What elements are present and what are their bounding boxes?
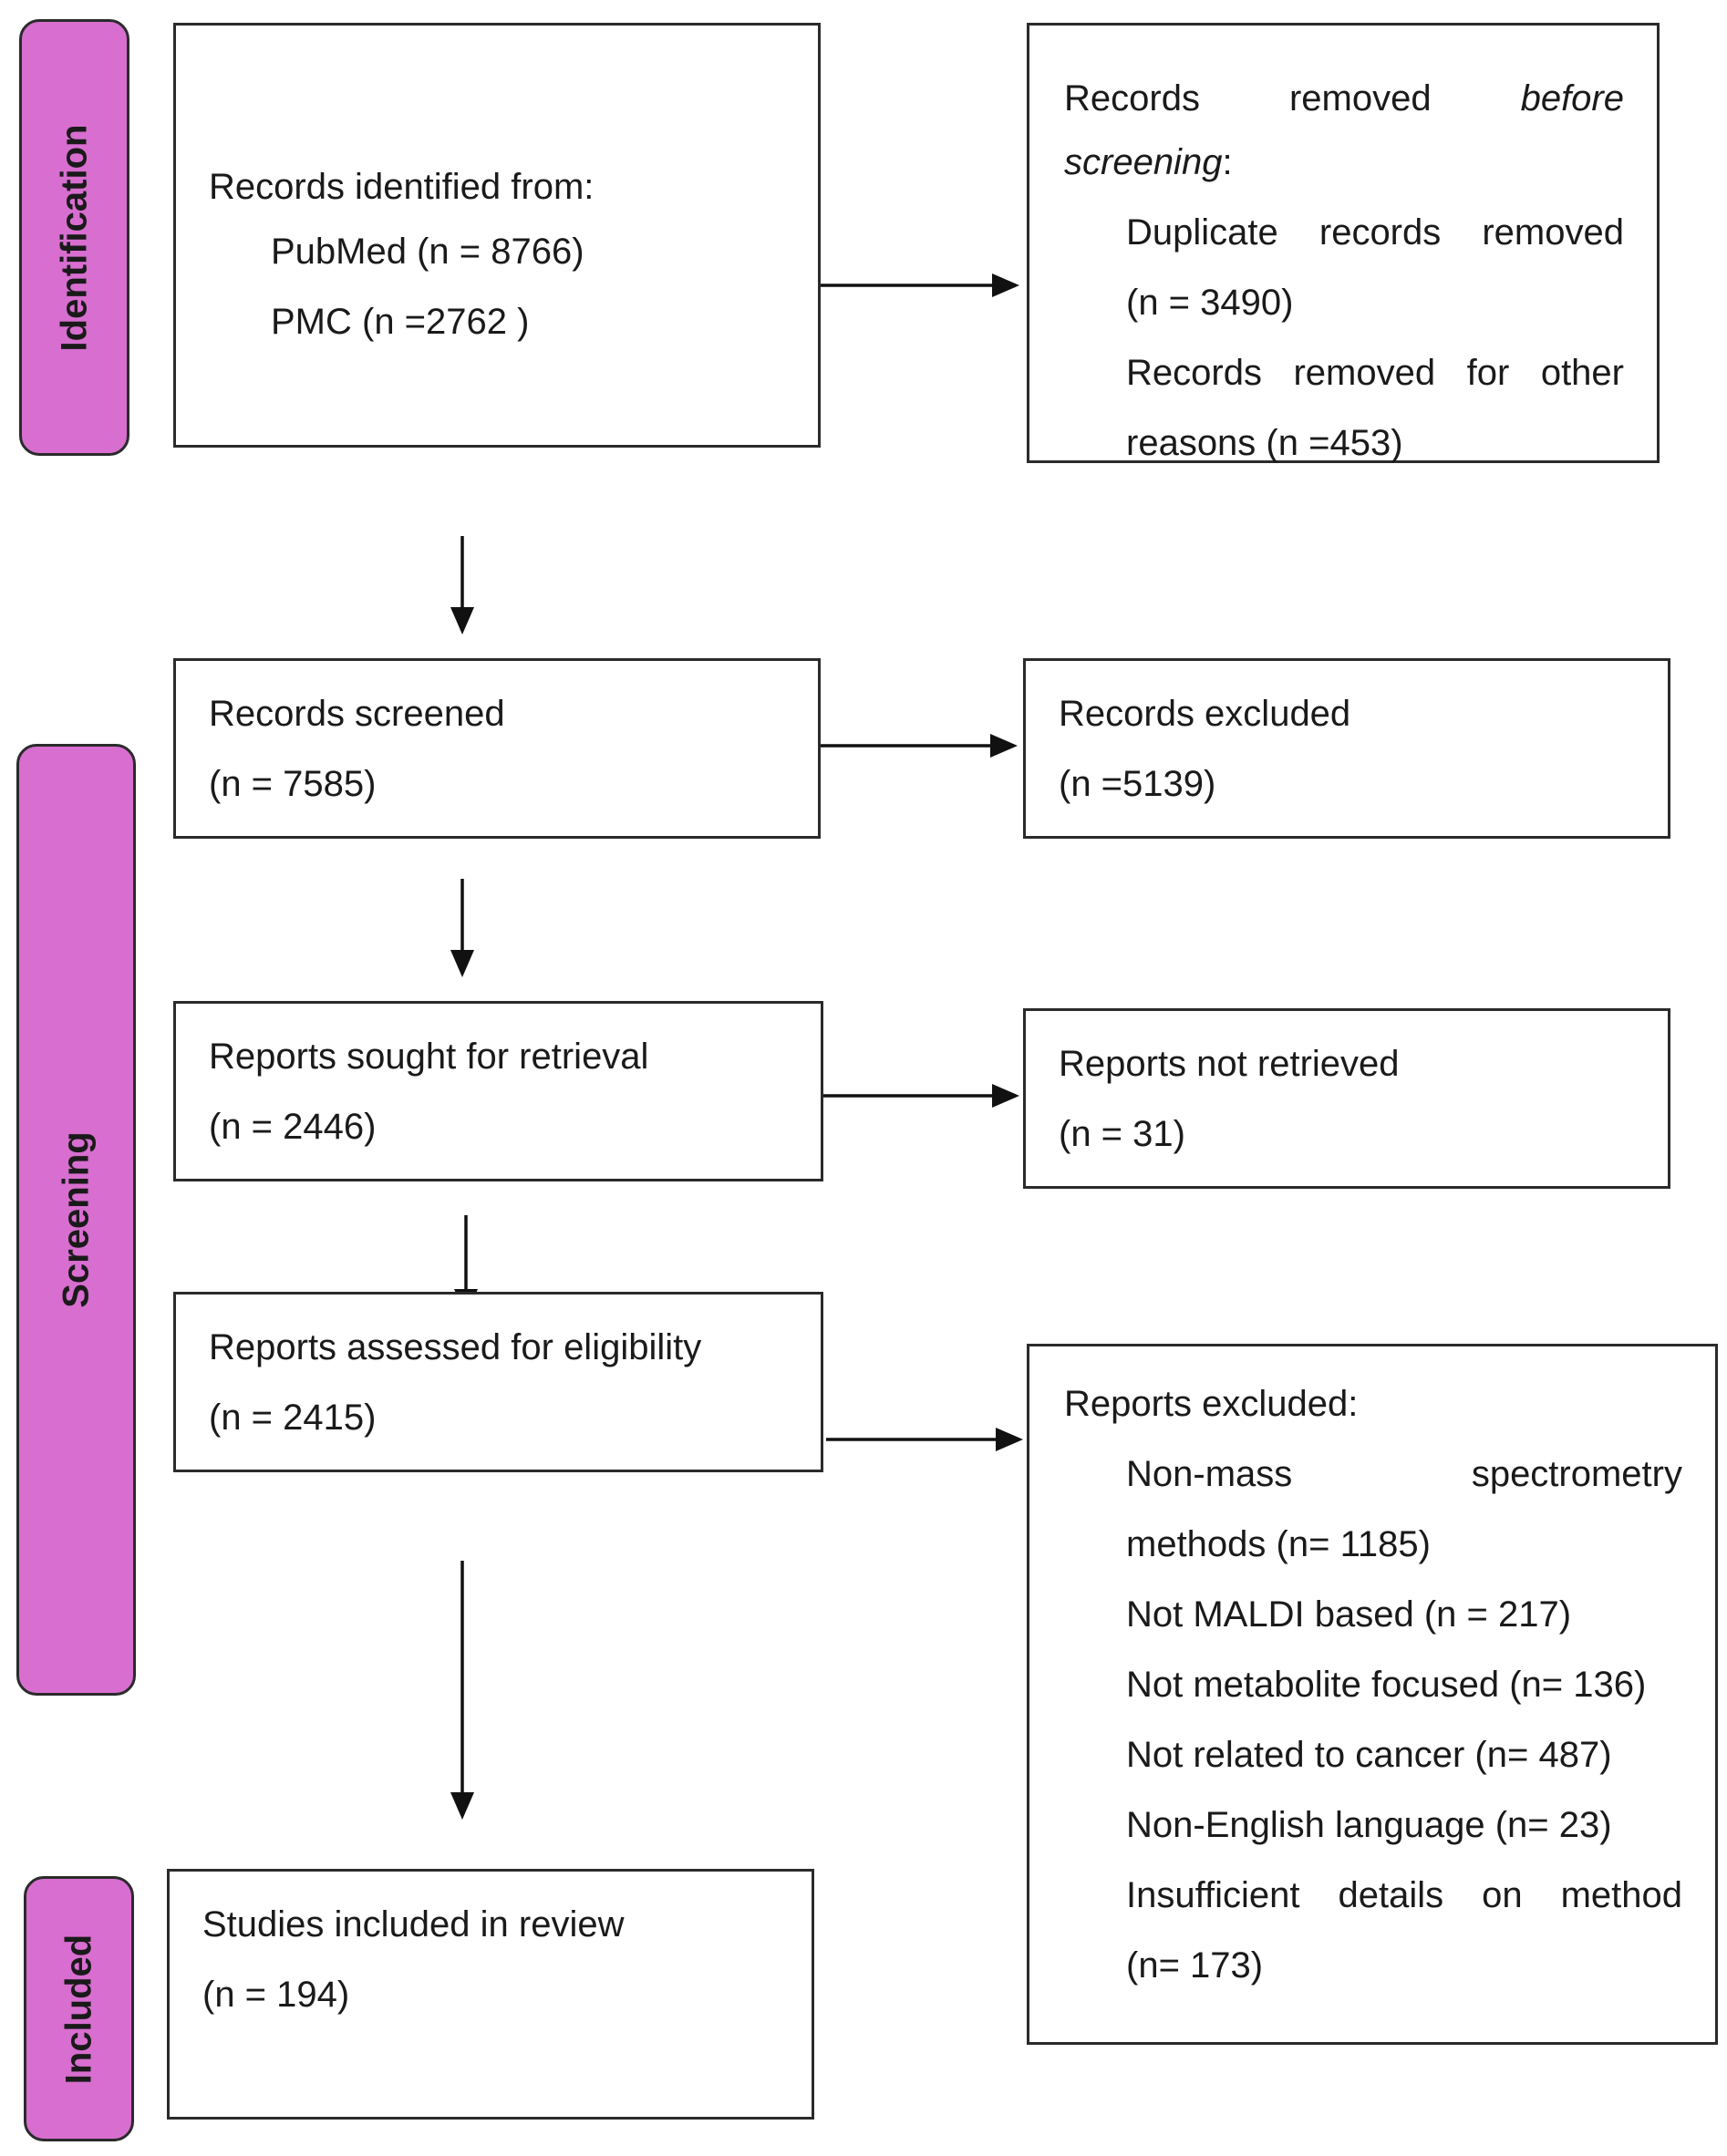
records-removed-other: Records removed for other	[1126, 353, 1624, 393]
records-removed-other-count: reasons (n =453)	[1126, 423, 1403, 463]
reason-not-cancer: Not related to cancer (n= 487)	[1126, 1735, 1612, 1775]
box-reports-sought: Reports sought for retrieval (n = 2446)	[173, 1001, 823, 1181]
reason-non-english: Non-English language (n= 23)	[1126, 1805, 1612, 1845]
phase-identification: Identification	[19, 19, 129, 456]
box-records-identified: Records identified from: PubMed (n = 876…	[173, 23, 821, 448]
phase-screening-label: Screening	[56, 1131, 96, 1308]
reports-sought-count: (n = 2446)	[209, 1107, 377, 1147]
reason-not-metabolite: Not metabolite focused (n= 136)	[1126, 1665, 1647, 1705]
box-records-screened: Records screened (n = 7585)	[173, 658, 821, 839]
source-pmc: PMC (n =2762 )	[271, 302, 530, 342]
box-reports-assessed: Reports assessed for eligibility (n = 24…	[173, 1292, 823, 1472]
studies-included-count: (n = 194)	[202, 1975, 350, 2015]
removed-word-records: Records	[1064, 78, 1200, 119]
reason-not-maldi: Not MALDI based (n = 217)	[1126, 1594, 1572, 1635]
removed-word-screening: screening	[1064, 142, 1223, 182]
records-screened-label: Records screened	[209, 694, 505, 734]
duplicate-records-removed: Duplicate records removed	[1126, 212, 1624, 253]
reason-non-mass-spectrometry-count: methods (n= 1185)	[1126, 1524, 1431, 1564]
phase-identification-label: Identification	[54, 124, 94, 351]
box-studies-included: Studies included in review (n = 194)	[167, 1869, 814, 2120]
removed-before-first-line: Records removed before	[1064, 69, 1624, 128]
reason-insufficient-details-count: (n= 173)	[1126, 1945, 1264, 1986]
phase-screening: Screening	[16, 744, 136, 1696]
box-records-removed-before-screening: Records removed before screening: Duplic…	[1027, 23, 1660, 463]
removed-word-before: before	[1520, 78, 1624, 119]
reason-non-mass-spectrometry: Non-mass spectrometry	[1126, 1454, 1682, 1494]
reports-sought-label: Reports sought for retrieval	[209, 1037, 649, 1077]
box-reports-excluded: Reports excluded: Non-mass spectrometry …	[1027, 1344, 1718, 2045]
removed-before-second-line: screening:	[1064, 128, 1624, 198]
records-screened-count: (n = 7585)	[209, 764, 377, 804]
reports-excluded-heading: Reports excluded:	[1064, 1384, 1359, 1424]
reports-assessed-count: (n = 2415)	[209, 1398, 377, 1438]
box-records-excluded: Records excluded (n =5139)	[1023, 658, 1670, 839]
duplicate-records-count: (n = 3490)	[1126, 283, 1294, 323]
phase-included: Included	[24, 1876, 134, 2141]
removed-colon: :	[1222, 142, 1233, 182]
records-excluded-label: Records excluded	[1059, 694, 1351, 734]
reports-not-retrieved-label: Reports not retrieved	[1059, 1044, 1400, 1084]
studies-included-label: Studies included in review	[202, 1904, 625, 1945]
phase-included-label: Included	[58, 1934, 98, 2084]
reason-insufficient-details: Insufficient details on method	[1126, 1875, 1682, 1915]
removed-word-removed: removed	[1288, 78, 1432, 119]
box-reports-not-retrieved: Reports not retrieved (n = 31)	[1023, 1008, 1670, 1189]
source-pubmed: PubMed (n = 8766)	[271, 232, 584, 272]
reports-assessed-label: Reports assessed for eligibility	[209, 1327, 702, 1367]
reports-not-retrieved-count: (n = 31)	[1059, 1114, 1185, 1154]
records-excluded-count: (n =5139)	[1059, 764, 1216, 804]
records-identified-heading: Records identified from:	[209, 167, 595, 207]
